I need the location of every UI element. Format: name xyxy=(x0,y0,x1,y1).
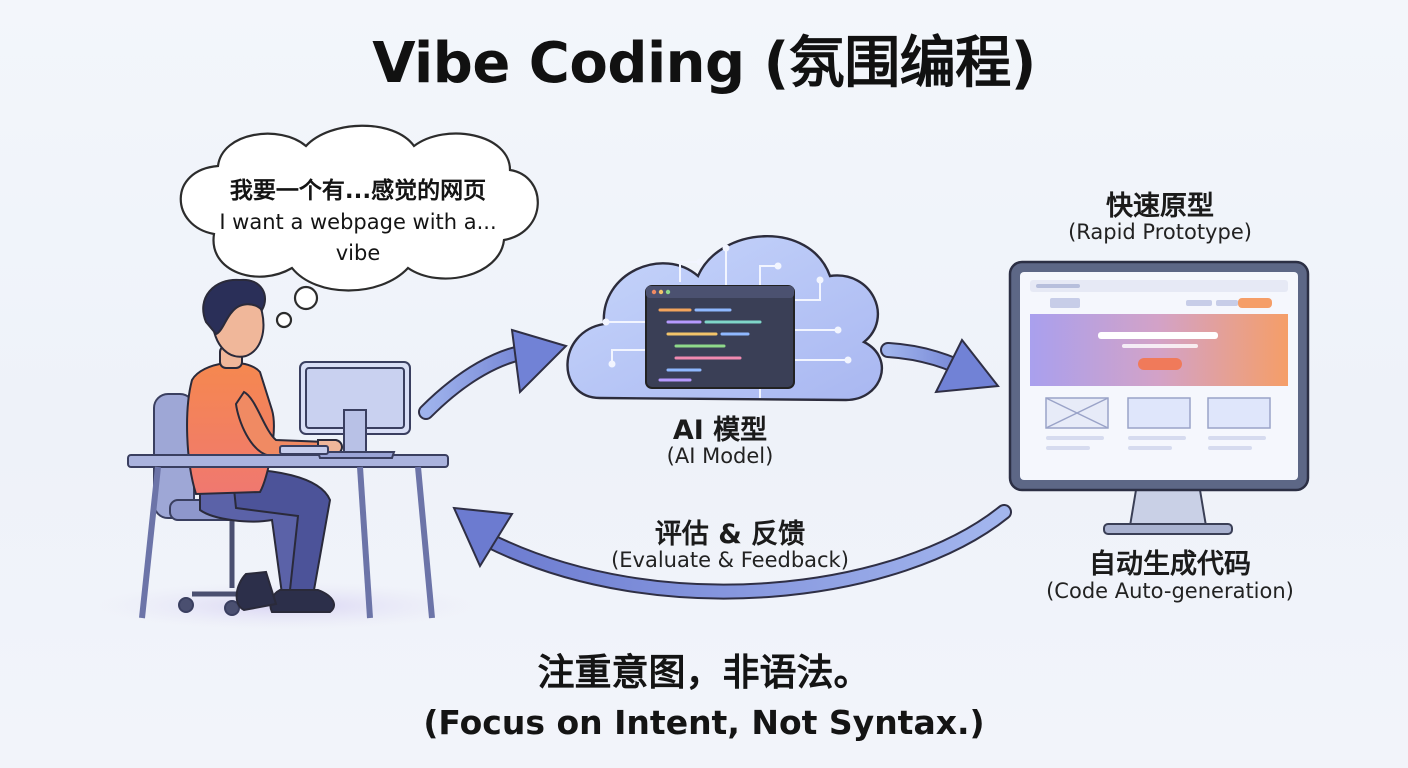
thought-en-line2: vibe xyxy=(335,241,381,265)
hero-banner xyxy=(1030,314,1288,386)
prototype-label-en: (Rapid Prototype) xyxy=(1068,220,1252,244)
page-title: Vibe Coding (氛围编程) xyxy=(372,31,1036,96)
arrow-to-ai xyxy=(418,328,568,420)
ai-cloud xyxy=(566,235,884,402)
thought-cn: 我要一个有...感觉的网页 xyxy=(229,178,487,204)
arrow-feedback xyxy=(452,504,1012,600)
prototype-monitor xyxy=(1008,260,1310,535)
feedback-label-cn: 评估 & 反馈 xyxy=(654,519,806,550)
thought-en-line1: I want a webpage with a... xyxy=(219,210,497,234)
arrow-to-prototype xyxy=(880,338,1000,394)
footer-tagline: 注重意图，非语法。 (Focus on Intent, Not Syntax.) xyxy=(0,648,1408,748)
prototype-label-cn: 快速原型 xyxy=(1106,191,1214,222)
footer-cn: 注重意图，非语法。 xyxy=(537,651,871,694)
thought-bubble-text: 我要一个有...感觉的网页 I want a webpage with a...… xyxy=(192,176,524,269)
ai-model-label-cn: AI 模型 xyxy=(672,415,768,446)
codegen-label-en: (Code Auto-generation) xyxy=(1046,579,1294,603)
feedback-label-en: (Evaluate & Feedback) xyxy=(611,548,849,572)
thought-bubble xyxy=(179,124,539,329)
desk xyxy=(127,361,449,619)
footer-en: (Focus on Intent, Not Syntax.) xyxy=(423,703,985,742)
codegen-label-cn: 自动生成代码 xyxy=(1089,549,1251,580)
code-window xyxy=(645,285,795,389)
ai-model-label-en: (AI Model) xyxy=(666,444,774,468)
